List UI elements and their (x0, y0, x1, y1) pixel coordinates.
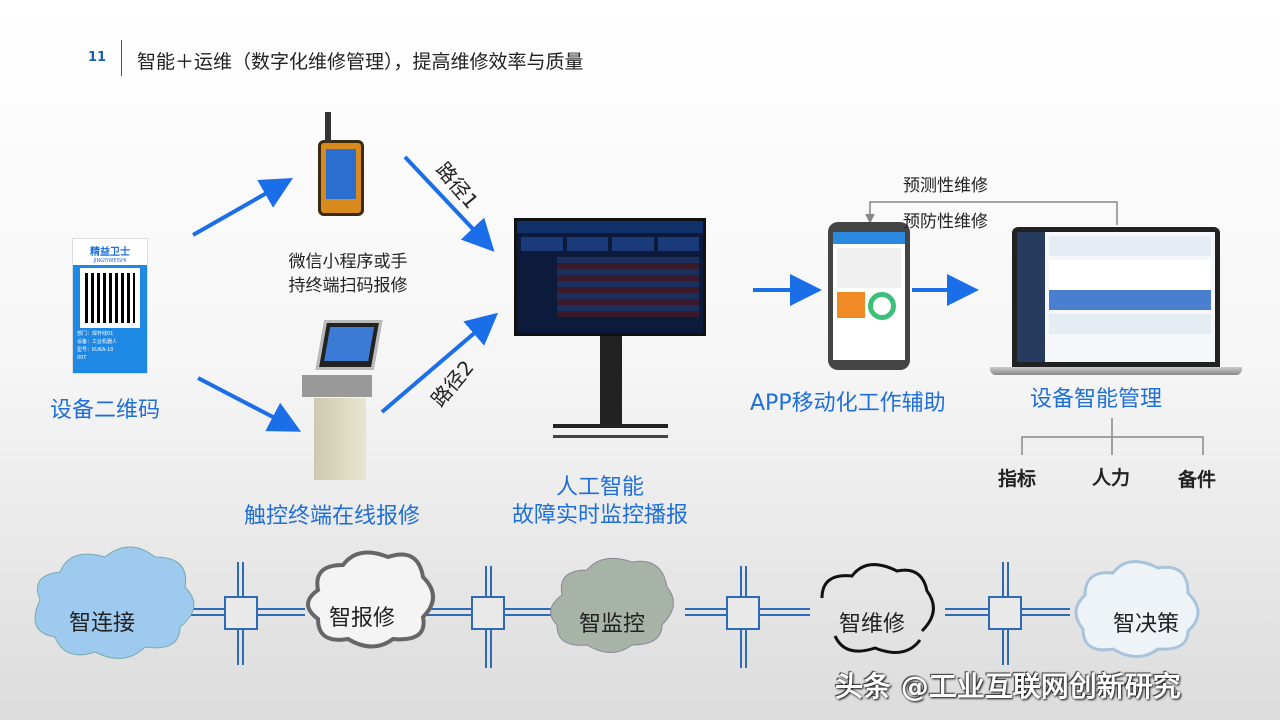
label-wechat-line: 微信小程序或手 (288, 252, 408, 272)
phone-antenna (325, 112, 331, 142)
cloud-shapes (34, 546, 1200, 659)
qr-code (80, 268, 140, 328)
feedback-line (869, 201, 1118, 225)
qr-brand-en: JINGYIWEISHI (93, 258, 127, 264)
header-divider (121, 40, 122, 76)
qr-line: 设备：工业机器人 (77, 339, 118, 345)
cloud-label-decide: 智决策 (1112, 612, 1179, 637)
rugged-phone-image (318, 140, 364, 216)
label-mgmt: 设备智能管理 (1030, 387, 1163, 412)
cloud-label-monitor: 智监控 (578, 612, 645, 637)
label-kiosk: 触控终端在线报修 (244, 504, 421, 529)
label-preventive: 预防性维修 (903, 212, 988, 232)
qr-card: 精益卫士 JINGYIWEISHI 部门：焊杆线01 设备：工业机器人 型号：K… (72, 238, 148, 374)
label-wechat: 微信小程序或手 持终端扫码报修 (268, 250, 428, 298)
label-qr: 设备二维码 (50, 398, 161, 423)
tree-item-indicator: 指标 (998, 468, 1037, 490)
monitor-base (553, 424, 668, 438)
cloud-monitor (550, 557, 674, 653)
arrow-qr-to-phone (192, 178, 293, 237)
laptop-base (990, 367, 1242, 375)
cloud-report (306, 550, 435, 649)
page-title: 智能＋运维（数字化维修管理），提高维修效率与质量 (137, 51, 584, 73)
monitor-dashboard-image (514, 218, 706, 336)
cloud-connect (34, 546, 195, 659)
qr-brand: 精益卫士 (90, 247, 130, 258)
tree-item-manpower: 人力 (1092, 467, 1131, 489)
arrow-kiosk-to-monitor (380, 312, 499, 414)
connector-3 (685, 566, 810, 668)
page-number: 11 (88, 50, 107, 65)
qr-line: 部门：焊杆线01 (77, 331, 114, 337)
app-phone-image (828, 222, 910, 370)
qr-line: 00T (77, 355, 87, 361)
cloud-decide (1074, 560, 1200, 658)
cloud-label-maintain: 智维修 (838, 612, 905, 637)
tree-item-spares: 备件 (1178, 469, 1217, 491)
label-ai-line: 人工智能 (555, 475, 644, 500)
label-app: APP移动化工作辅助 (750, 391, 946, 416)
cloud-connectors (185, 562, 1070, 668)
cloud-label-connect: 智连接 (68, 611, 135, 636)
connector-4 (945, 562, 1070, 665)
cloud-maintain (820, 563, 935, 654)
watermark: 头条 @工业互联网创新研究 (835, 670, 1181, 703)
monitor-stand (600, 336, 622, 428)
label-predictive: 预测性维修 (903, 176, 988, 196)
cloud-label-report: 智报修 (328, 606, 395, 631)
connector-1 (185, 562, 305, 665)
arrow-qr-to-kiosk (197, 376, 302, 432)
label-wechat-line: 持终端扫码报修 (288, 276, 408, 296)
label-ai-line: 故障实时监控播报 (511, 503, 688, 528)
label-ai: 人工智能 故障实时监控播报 (490, 474, 710, 530)
laptop-image (1012, 227, 1220, 367)
qr-line: 型号：KUKA-10 (77, 347, 114, 353)
kiosk-image (300, 320, 383, 480)
arrow-phone-to-monitor (403, 155, 495, 252)
connector-2 (425, 566, 553, 668)
